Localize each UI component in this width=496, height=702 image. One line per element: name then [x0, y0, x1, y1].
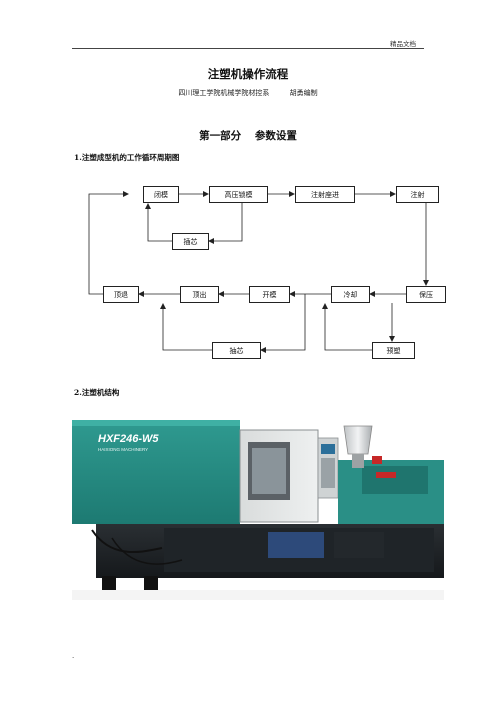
machine-brand-label: HAIXIONG MACHINERY [98, 447, 148, 452]
part-name: 参数设置 [254, 130, 297, 142]
flow-step-cooling: 冷却 [331, 286, 370, 303]
flow-step-high-pressure-lock: 高压锁模 [209, 186, 268, 203]
flow-step-injection: 注射 [396, 186, 439, 203]
flow-step-eject: 顶出 [180, 286, 219, 303]
flow-step-injection-seat-forward: 注射座进 [295, 186, 355, 203]
part-heading: 第一部分 参数设置 [0, 128, 496, 143]
part-label: 第一部分 [199, 130, 242, 142]
arrow-corepull-to-eject [160, 303, 212, 351]
document-title: 注塑机操作流程 [207, 67, 289, 81]
arrow-corepull-to-close [145, 203, 172, 242]
arrow-open-to-corepull [260, 294, 306, 353]
subtitle-organization: 四川理工学院机械学院材控系 [178, 89, 270, 97]
subtitle-author: 胡勇编制 [289, 89, 318, 97]
flow-step-hold-pressure: 保压 [406, 286, 446, 303]
document-subtitle: 四川理工学院机械学院材控系 胡勇编制 [0, 88, 496, 98]
injection-machine-illustration: HXF246-W5 HAIXIONG MACHINERY [72, 420, 444, 600]
section-heading-cycle: 1.注塑成型机的工作循环周期图 [74, 153, 180, 162]
flow-step-eject-return: 顶退 [103, 286, 139, 303]
arrow-lock-to-corepull [208, 202, 243, 244]
header-rule [72, 48, 424, 49]
machine-model-badge: HXF246-W5 [98, 433, 159, 445]
flow-step-open-mold: 开模 [249, 286, 290, 303]
flow-step-close-mold: 闭模 [143, 186, 179, 203]
injection-machine-photo: HXF246-W5 HAIXIONG MACHINERY [72, 420, 444, 600]
header-label: 精品文档 [390, 40, 416, 48]
flow-step-pre-plasticize: 预塑 [372, 342, 415, 359]
section-heading-structure: 2.注塑机结构 [74, 388, 120, 397]
flow-step-core-pull-top: 插芯 [172, 233, 209, 250]
footer-mark: . [72, 652, 75, 660]
flow-step-core-pull-bottom: 抽芯 [212, 342, 261, 359]
arrow-preplasticize-to-cooling [322, 303, 372, 351]
arrow-ejectreturn-to-close [88, 191, 129, 295]
